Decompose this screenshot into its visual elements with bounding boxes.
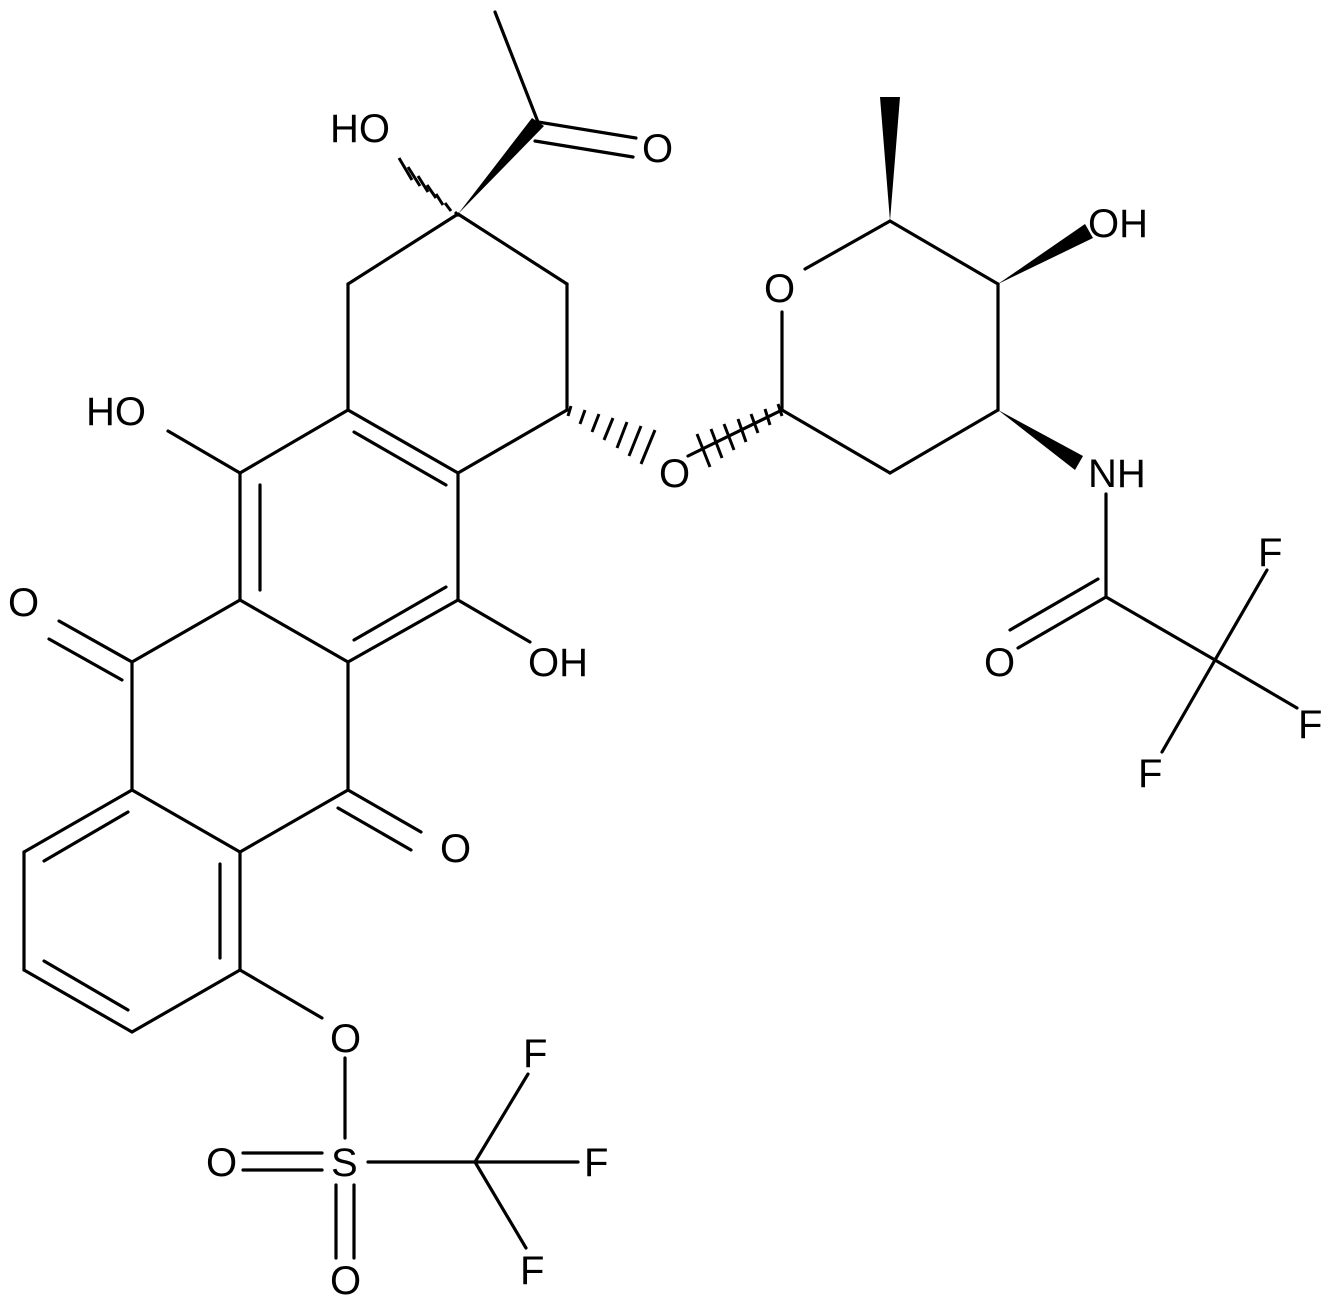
bond-aryl-o — [238, 968, 324, 1020]
wedge-c9-acetyl — [458, 118, 544, 214]
label-f-amide-right: F — [1298, 703, 1322, 747]
bond-cf3-f-bottom — [473, 1160, 528, 1250]
bond-c5b-c4a — [130, 788, 242, 854]
bond-co-o-2 — [1008, 577, 1100, 632]
bond-acetyl-carbonyl-1 — [536, 120, 638, 140]
bond-co-bottom-1 — [346, 788, 423, 834]
bond-c12-c10a — [238, 408, 350, 475]
bond-c5-o — [803, 219, 892, 271]
label-f-tf-top: F — [523, 1032, 547, 1076]
hash-c7-o — [566, 405, 657, 465]
bond-c12a-c6 — [130, 598, 242, 664]
wedge-bonds — [458, 97, 1093, 470]
bond-d3-inner — [42, 959, 130, 1012]
wedge-c5-methyl — [880, 97, 900, 221]
label-nh: NH — [1088, 452, 1146, 496]
label-f-tf-right: F — [584, 1141, 608, 1185]
wedge-c3-nh — [998, 410, 1083, 470]
bond-d1-inner — [42, 810, 130, 863]
bond-d3 — [22, 968, 134, 1034]
label-f-amide-top: F — [1258, 531, 1282, 575]
label-o-ketone: O — [642, 127, 673, 171]
bond-c5a-c11a-inner — [352, 585, 448, 642]
label-o-sulfonyl-bottom: O — [330, 1259, 361, 1303]
bond-cf3-f-top — [473, 1072, 530, 1164]
label-oh-c11: OH — [528, 641, 588, 685]
label-s-sulfonyl: S — [331, 1141, 358, 1185]
bond-d4 — [130, 968, 242, 1034]
bond-co-left-1 — [57, 619, 134, 664]
bond-c4a-c5 — [238, 788, 350, 854]
bond-cf3-f-c — [1160, 658, 1217, 754]
label-o-ring: O — [764, 267, 795, 311]
label-ho-c9: HO — [330, 107, 390, 151]
bond-c11a-c12a — [238, 598, 350, 664]
label-f-amide-bottom: F — [1138, 752, 1162, 796]
label-o-amide: O — [984, 641, 1015, 685]
bond-co-cf3 — [1104, 595, 1217, 662]
bond-d1 — [22, 788, 134, 854]
bonds — [22, 10, 1299, 1260]
label-o-quinone-bottom: O — [440, 827, 471, 871]
bond-c5a-c11a — [346, 598, 460, 664]
bond-c10a-c6a — [346, 408, 460, 475]
bond-co-o-1 — [1016, 595, 1108, 650]
atom-labels: HO O O OH HO O NH O OH F O F F O O F O S… — [8, 107, 1322, 1303]
label-ho-c6: HO — [86, 390, 146, 434]
label-o-sulfonyl-left: O — [206, 1141, 237, 1185]
bond-c9-c10 — [456, 212, 569, 286]
label-f-tf-bottom: F — [520, 1249, 544, 1293]
bond-c7-c6a — [456, 408, 569, 475]
label-oh-sugar: OH — [1088, 202, 1148, 246]
bond-c8-c9 — [346, 212, 460, 286]
bond-cf3-f-b — [1213, 658, 1299, 710]
label-o-quinone-left: O — [8, 581, 39, 625]
bond-c2-c3 — [888, 408, 1000, 475]
label-o-triflate: O — [330, 1017, 361, 1061]
bond-c4-c5 — [888, 219, 1000, 286]
bond-c1-c2 — [780, 408, 892, 475]
label-o-glycoside: O — [659, 452, 690, 496]
hash-c1-o — [695, 403, 784, 468]
hashed-bonds — [397, 157, 784, 468]
wedge-c4-oh — [998, 224, 1093, 284]
bond-c10a-c6a-inner — [352, 430, 448, 487]
bond-co-bottom-2 — [336, 806, 413, 852]
hash-c9-ho — [397, 157, 461, 218]
bond-c11a-oh — [456, 598, 532, 644]
bond-co-left-2 — [47, 637, 124, 682]
bond-acetyl-methyl — [493, 10, 540, 124]
bond-c12-ho — [166, 429, 242, 475]
bond-acetyl-carbonyl-2 — [533, 139, 635, 159]
bond-cf3-f-a — [1213, 568, 1269, 662]
